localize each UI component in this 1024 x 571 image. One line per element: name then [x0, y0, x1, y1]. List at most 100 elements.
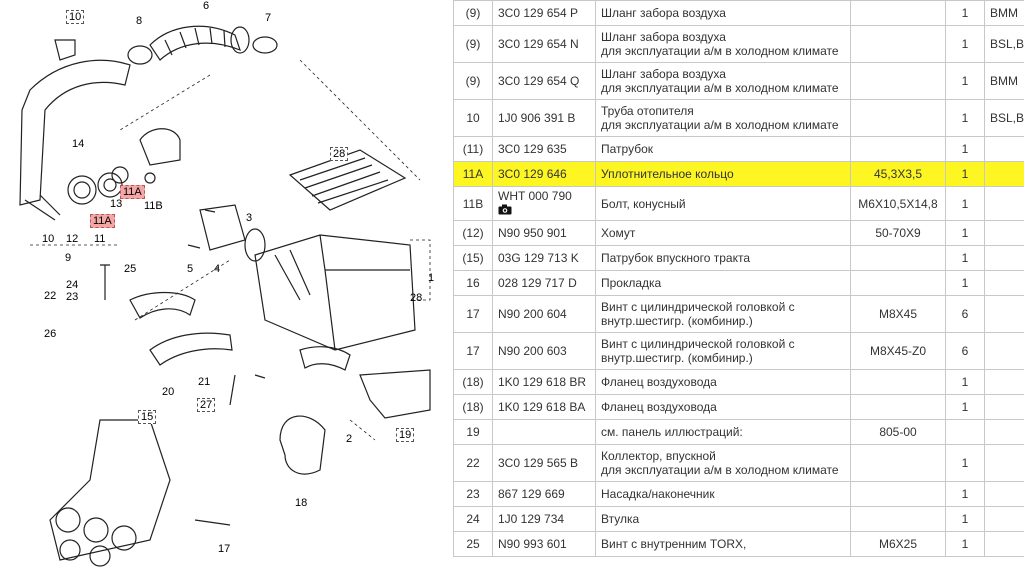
part-number[interactable]: 1K0 129 618 BA [498, 400, 586, 414]
callout-label[interactable]: 7 [265, 12, 272, 24]
callout-label[interactable]: 9 [65, 252, 72, 264]
part-number[interactable]: WHT 000 790 [498, 189, 572, 203]
part-number[interactable]: N90 200 604 [498, 307, 567, 321]
part-number-cell: 1K0 129 618 BA [492, 394, 596, 420]
part-number[interactable]: N90 950 901 [498, 226, 567, 240]
callout-label[interactable]: 18 [295, 497, 308, 509]
part-number[interactable]: 1K0 129 618 BR [498, 375, 587, 389]
callout-label[interactable]: 25 [124, 263, 137, 275]
callout-label[interactable]: 2 [346, 433, 353, 445]
callout-label[interactable]: 11 [94, 233, 106, 245]
callout-label[interactable]: 20 [162, 386, 175, 398]
part-number-cell: N90 950 901 [492, 220, 596, 246]
part-number[interactable]: 028 129 717 D [498, 276, 577, 290]
spec-cell [850, 506, 946, 532]
callout-label[interactable]: 21 [198, 376, 211, 388]
callout-label[interactable]: 1 [428, 272, 435, 284]
description-line: Хомут [601, 226, 636, 240]
callout-label[interactable]: 13 [110, 198, 123, 210]
quantity-cell: 1 [945, 245, 985, 271]
callout-label[interactable]: 12 [66, 233, 79, 245]
part-number[interactable]: 3C0 129 654 N [498, 37, 579, 51]
callout-label[interactable]: 23 [66, 291, 79, 303]
description-cell: Винт с внутренним TORX, [595, 531, 851, 557]
description-cell: Втулка [595, 506, 851, 532]
description-line: Насадка/наконечник [601, 487, 715, 501]
model-cell: BMM [984, 62, 1024, 100]
callout-label[interactable]: 14 [72, 138, 85, 150]
callout-label[interactable]: 8 [136, 15, 143, 27]
intake-hose-shape [149, 25, 241, 61]
part-number[interactable]: 1J0 129 734 [498, 512, 565, 526]
part-number-cell: 3C0 129 654 Q [492, 62, 596, 100]
callout-label[interactable]: 10 [66, 10, 85, 24]
part-number-cell: 867 129 669 [492, 481, 596, 507]
callout-label[interactable]: 22 [44, 290, 57, 302]
callout-label[interactable]: 15 [138, 410, 157, 424]
callout-label[interactable]: 10 [42, 233, 55, 245]
part-number[interactable]: 3C0 129 565 B [498, 456, 579, 470]
part-number[interactable]: 867 129 669 [498, 487, 565, 501]
part-number[interactable]: 3C0 129 654 P [498, 6, 579, 20]
description-line: Винт с цилиндрической головкой с [601, 300, 795, 314]
callout-label[interactable]: 4 [214, 263, 221, 275]
part-number-cell: N90 993 601 [492, 531, 596, 557]
part-number-cell: N90 200 604 [492, 295, 596, 333]
camera-icon[interactable] [498, 204, 512, 215]
description-cell: Патрубок впускного тракта [595, 245, 851, 271]
part-number-cell [492, 419, 596, 445]
callout-label[interactable]: 6 [203, 0, 210, 12]
part-number[interactable]: N90 200 603 [498, 344, 567, 358]
part-number[interactable]: 03G 129 713 K [498, 251, 579, 265]
callout-label[interactable]: 27 [197, 398, 216, 412]
model-cell [984, 295, 1024, 333]
part-number[interactable]: 3C0 129 646 [498, 167, 567, 181]
callout-label[interactable]: 24 [66, 279, 79, 291]
description-line: см. панель иллюстраций: [601, 425, 743, 439]
callout-label[interactable]: 28 [330, 147, 349, 161]
spec-cell: M6X25 [850, 531, 946, 557]
callout-label[interactable]: 5 [187, 263, 194, 275]
part-number[interactable]: 3C0 129 654 Q [498, 74, 580, 88]
callout-label[interactable]: 11A [90, 214, 115, 228]
callout-label[interactable]: 11B [144, 200, 163, 212]
description-line: Патрубок [601, 142, 654, 156]
callout-label[interactable]: 17 [218, 543, 231, 555]
description-line: Патрубок впускного тракта [601, 251, 751, 265]
callout-label[interactable]: 11A [120, 185, 145, 199]
part-number[interactable]: 3C0 129 635 [498, 142, 567, 156]
callout-label[interactable]: 26 [44, 328, 57, 340]
callout-label[interactable]: 28 [410, 292, 423, 304]
quantity-cell: 1 [945, 99, 985, 137]
description-cell: Болт, конусный [595, 186, 851, 221]
part-number-cell: 3C0 129 565 B [492, 444, 596, 482]
model-cell [984, 270, 1024, 296]
callout-label[interactable]: 3 [246, 212, 253, 224]
description-line: Фланец воздуховода [601, 400, 717, 414]
position-cell: 10 [453, 99, 493, 137]
position-cell: 11B [453, 186, 493, 221]
part-number[interactable]: 1J0 906 391 B [498, 111, 576, 125]
part-number[interactable]: N90 993 601 [498, 537, 567, 551]
callout-label[interactable]: 19 [396, 428, 415, 442]
